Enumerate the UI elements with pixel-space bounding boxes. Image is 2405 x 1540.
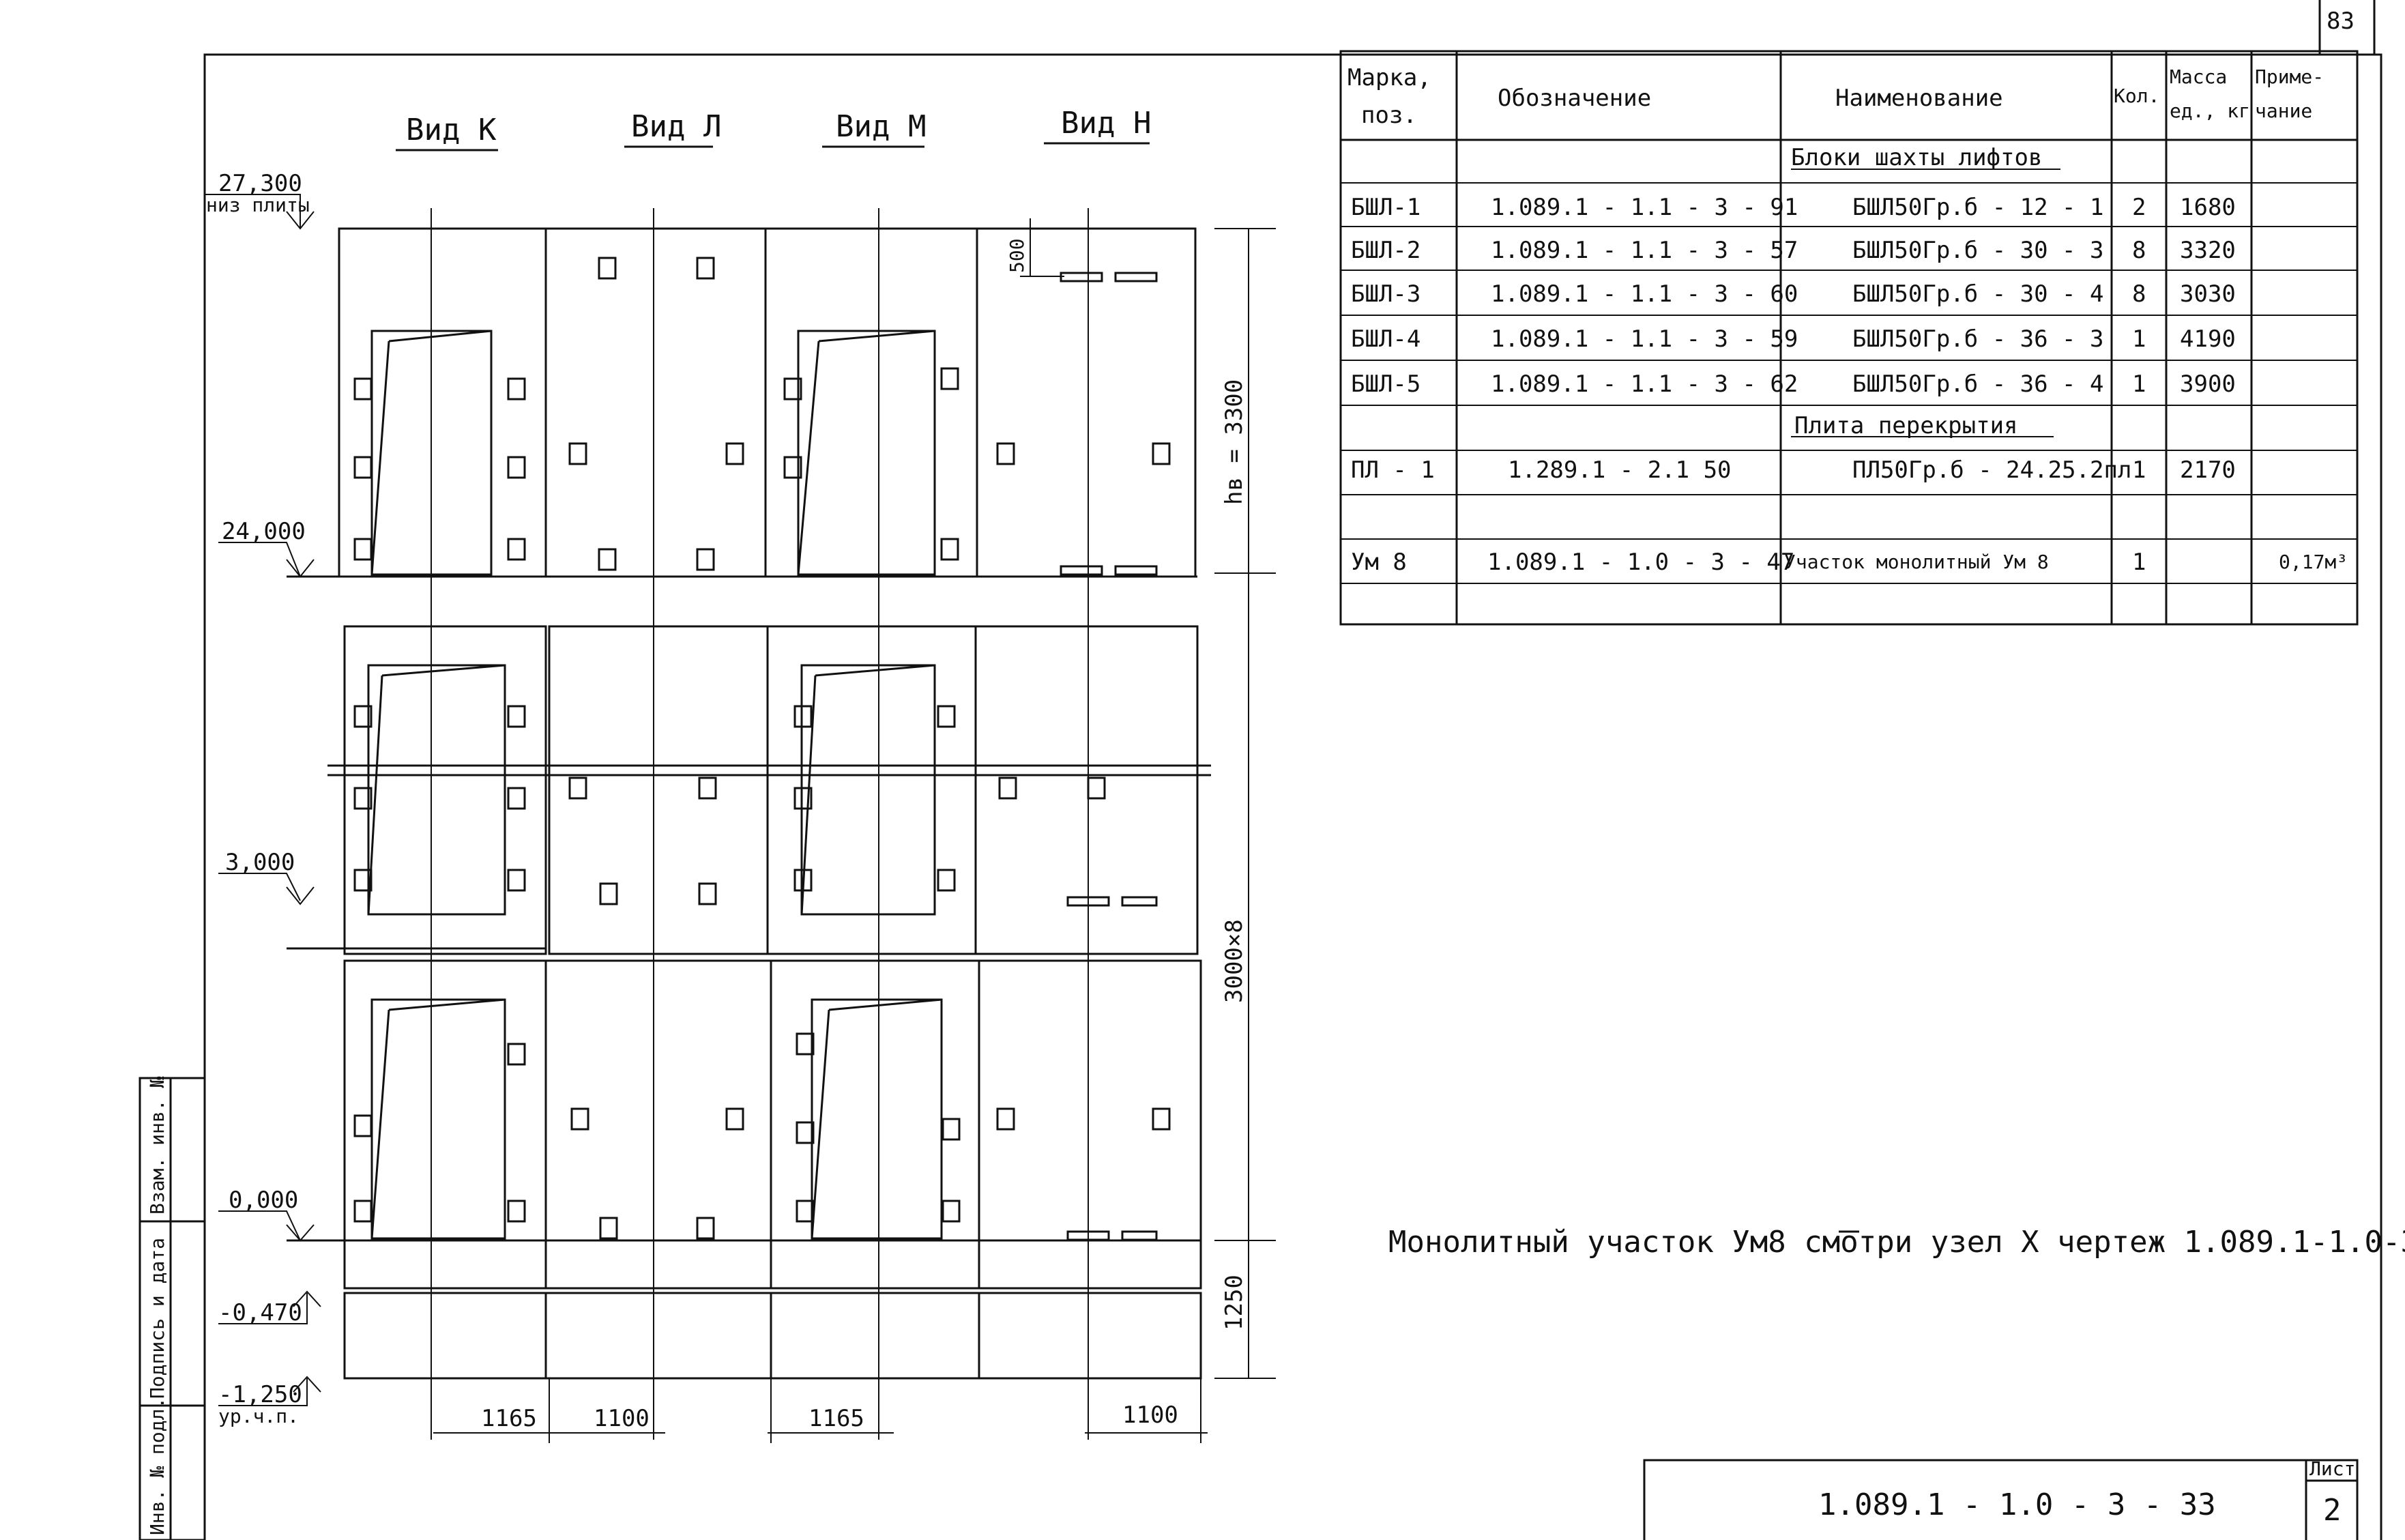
row2-mark: БШЛ-2: [1351, 237, 1420, 264]
monolith-mark: Ум 8: [1351, 549, 1407, 576]
section-floor-slab: Плита перекрытия: [1794, 412, 2018, 439]
th-mark: Марка,: [1347, 64, 1431, 91]
level-minus-0470: -0,470: [218, 1299, 302, 1326]
row3-qty: 8: [2132, 280, 2146, 308]
dim-1100-b: 1100: [1122, 1401, 1178, 1429]
side-stamp-vzam: Взам. инв. №: [146, 1077, 169, 1215]
monolith-name: Участок монолитный Ум 8: [1784, 551, 2049, 573]
slab-qty: 1: [2132, 456, 2146, 484]
section-shaft-blocks: Блоки шахты лифтов: [1791, 144, 2042, 171]
row3-designation: 1.089.1 - 1.1 - 3 - 60: [1491, 280, 1798, 308]
dim-1250: 1250: [1221, 1275, 1248, 1331]
dim-1100-a: 1100: [594, 1405, 650, 1432]
th-mass-2: ед., кг: [2170, 100, 2250, 122]
dim-1165-a: 1165: [481, 1405, 537, 1432]
row3-mass: 3030: [2180, 280, 2236, 308]
dim-3000x8: 3000×8: [1221, 919, 1248, 1003]
th-name: Наименование: [1835, 85, 2003, 112]
stamp-sheet-label: Лист: [2309, 1457, 2355, 1480]
door-opening-lower-m: [811, 998, 943, 1240]
dim-1165-b: 1165: [808, 1405, 864, 1432]
row4-qty: 1: [2132, 325, 2146, 353]
monolith-note: 0,17м³: [2279, 551, 2348, 573]
view-title-m: Вид М: [836, 109, 926, 144]
row5-mass: 3900: [2180, 371, 2236, 398]
level-27300-note: низ плиты: [206, 194, 310, 216]
row3-name: БШЛ50Гр.б - 30 - 4: [1852, 280, 2103, 308]
door-opening-lower-k: [370, 998, 506, 1240]
embedded-parts: [353, 257, 1171, 1241]
middle-block-n: [974, 625, 1199, 955]
row4-name: БШЛ50Гр.б - 36 - 3: [1852, 325, 2103, 353]
spec-table-grid: [1339, 50, 2359, 626]
level-0000: 0,000: [229, 1187, 298, 1214]
middle-block-m: [766, 625, 977, 955]
view-title-l: Вид Л: [631, 109, 721, 144]
slab-designation: 1.289.1 - 2.1 50: [1508, 456, 1732, 484]
door-opening-mid-k: [367, 664, 506, 916]
door-opening-upper-m: [797, 330, 936, 576]
title-block: [1643, 1459, 2359, 1540]
row3-mark: БШЛ-3: [1351, 280, 1420, 308]
level-minus-1250-note: ур.ч.п.: [218, 1405, 299, 1427]
row4-mark: БШЛ-4: [1351, 325, 1420, 353]
row2-designation: 1.089.1 - 1.1 - 3 - 57: [1491, 237, 1798, 264]
th-mark-2: поз.: [1361, 102, 1417, 129]
level-minus-1250: -1,250: [218, 1381, 302, 1408]
row5-name: БШЛ50Гр.б - 36 - 4: [1852, 371, 2103, 398]
level-27300: 27,300: [218, 170, 302, 197]
middle-block-l: [548, 625, 769, 955]
row1-qty: 2: [2132, 194, 2146, 221]
side-stamp-inv-podl: Инв. № подл.: [146, 1397, 169, 1535]
upper-block-k: [338, 227, 547, 578]
pit-block-m: [770, 1292, 980, 1380]
pit-block-n: [978, 1292, 1202, 1380]
row1-mark: БШЛ-1: [1351, 194, 1420, 221]
side-stamp: [139, 1077, 206, 1540]
row1-name: БШЛ50Гр.б - 12 - 1: [1852, 194, 2103, 221]
sheet-frame: [203, 53, 2382, 1540]
dim-hb: hв = 3300: [1221, 379, 1248, 505]
pit-block-k: [343, 1292, 547, 1380]
door-opening-upper-k: [370, 330, 493, 576]
door-opening-mid-m: [800, 664, 936, 916]
th-qty: Кол.: [2114, 85, 2159, 107]
view-title-k: Вид К: [406, 113, 497, 147]
row5-mark: БШЛ-5: [1351, 371, 1420, 398]
side-stamp-signature: Подпись и дата: [146, 1238, 169, 1399]
slab-mark: ПЛ - 1: [1351, 456, 1435, 484]
row5-qty: 1: [2132, 371, 2146, 398]
monolith-designation: 1.089.1 - 1.0 - 3 - 47: [1487, 549, 1794, 576]
row4-mass: 4190: [2180, 325, 2236, 353]
stamp-code: 1.089.1 - 1.0 - 3 - 33: [1818, 1487, 2216, 1522]
lower-block-l: [544, 959, 772, 1290]
view-title-n: Вид Н: [1061, 106, 1151, 141]
note-text: Монолитный участок Ум8 смотри узел X чер…: [1388, 1225, 2405, 1260]
pit-block-l: [544, 1292, 772, 1380]
upper-block-l: [544, 227, 767, 578]
th-note-2: чание: [2255, 100, 2312, 122]
lower-block-n: [978, 959, 1202, 1290]
level-3000: 3,000: [225, 849, 295, 876]
slab-name: ПЛ50Гр.б - 24.25.2пл: [1852, 456, 2131, 484]
row1-designation: 1.089.1 - 1.1 - 3 - 91: [1491, 194, 1798, 221]
row2-mass: 3320: [2180, 237, 2236, 264]
th-designation: Обозначение: [1498, 85, 1651, 112]
monolith-qty: 1: [2132, 549, 2146, 576]
row5-designation: 1.089.1 - 1.1 - 3 - 62: [1491, 371, 1798, 398]
row4-designation: 1.089.1 - 1.1 - 3 - 59: [1491, 325, 1798, 353]
row2-qty: 8: [2132, 237, 2146, 264]
dim-500: 500: [1006, 238, 1028, 273]
row2-name: БШЛ50Гр.б - 30 - 3: [1852, 237, 2103, 264]
row1-mass: 1680: [2180, 194, 2236, 221]
slab-mass: 2170: [2180, 456, 2236, 484]
middle-block-k: [343, 625, 547, 955]
th-mass: Масса: [2170, 66, 2227, 88]
th-note: Приме-: [2255, 66, 2324, 88]
stamp-sheet-number: 2: [2323, 1493, 2342, 1528]
sheet-corner-number: 83: [2327, 8, 2355, 35]
level-24000: 24,000: [222, 518, 306, 545]
